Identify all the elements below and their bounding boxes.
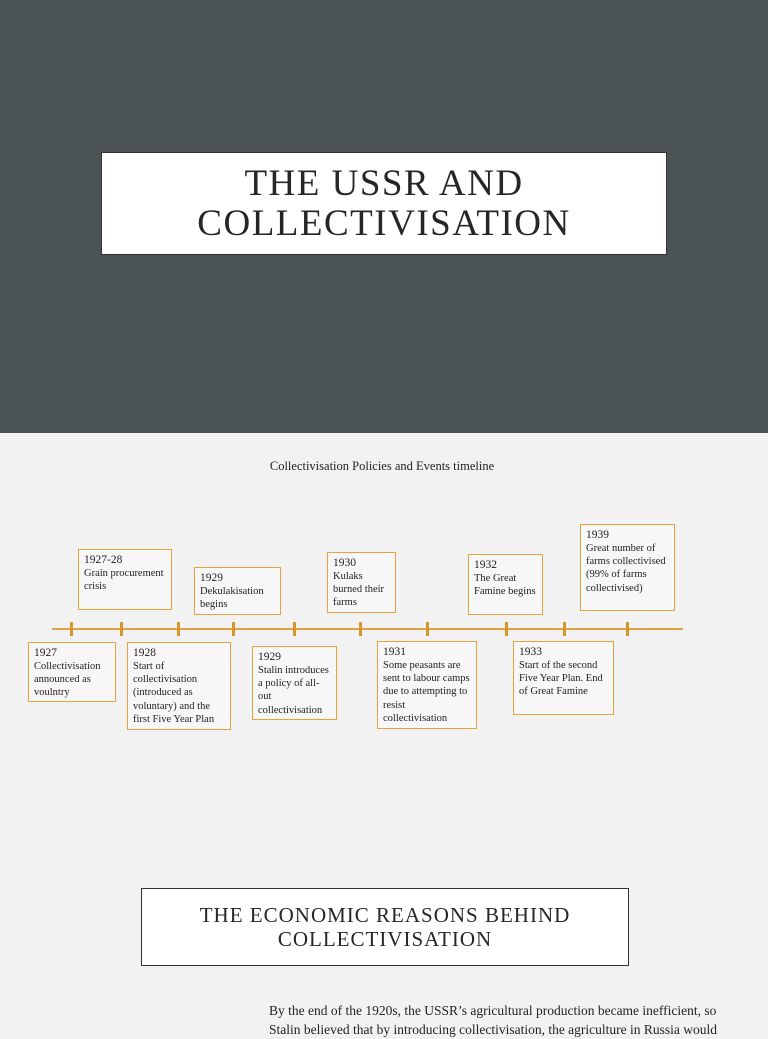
event-text: Start of the second Five Year Plan. End …	[519, 660, 603, 698]
event-year: 1927	[34, 647, 57, 659]
event-year: 1927-28	[84, 554, 123, 566]
event-text: Grain procurement crisis	[84, 568, 164, 593]
timeline-tick	[120, 622, 123, 636]
timeline-tick	[563, 622, 566, 636]
event-year: 1929	[200, 572, 223, 584]
paragraph-line: Stalin believed that by introducing coll…	[269, 1022, 718, 1037]
section-heading: THE ECONOMIC REASONS BEHIND COLLECTIVISA…	[141, 888, 629, 966]
event-year: 1939	[586, 529, 609, 541]
timeline-tick	[232, 622, 235, 636]
event-text: Great number of farms collectivised (99%…	[586, 543, 666, 594]
timeline-tick	[293, 622, 296, 636]
title-slide: THE USSR AND COLLECTIVISATION	[0, 0, 768, 433]
timeline-title: Collectivisation Policies and Events tim…	[269, 459, 495, 473]
timeline-tick	[70, 622, 73, 636]
event-text: Start of collectivisation (introduced as…	[133, 661, 215, 725]
timeline-tick	[505, 622, 508, 636]
event-year: 1933	[519, 646, 542, 658]
event-text: Dekulakisation begins	[200, 586, 264, 611]
event-text: Stalin introduces a policy of all-out co…	[258, 665, 329, 716]
event-text: Some peasants are sent to labour camps d…	[383, 660, 470, 724]
event-year: 1932	[474, 559, 497, 571]
event-text: Collectivisation announced as voulntry	[34, 661, 101, 699]
body-paragraph: By the end of the 1920s, the USSR’s agri…	[269, 1001, 768, 1039]
timeline-axis	[52, 628, 683, 630]
timeline-tick	[626, 622, 629, 636]
page-title: THE USSR AND COLLECTIVISATION	[101, 152, 667, 255]
event-year: 1931	[383, 646, 406, 658]
event-year: 1929	[258, 651, 281, 663]
event-year: 1928	[133, 647, 156, 659]
event-text: Kulaks burned their farms	[333, 571, 385, 609]
timeline-tick	[426, 622, 429, 636]
timeline-tick	[359, 622, 362, 636]
timeline-tick	[177, 622, 180, 636]
paragraph-line: By the end of the 1920s, the USSR’s agri…	[269, 1003, 717, 1018]
event-year: 1930	[333, 557, 356, 569]
event-text: The Great Famine begins	[474, 573, 536, 598]
